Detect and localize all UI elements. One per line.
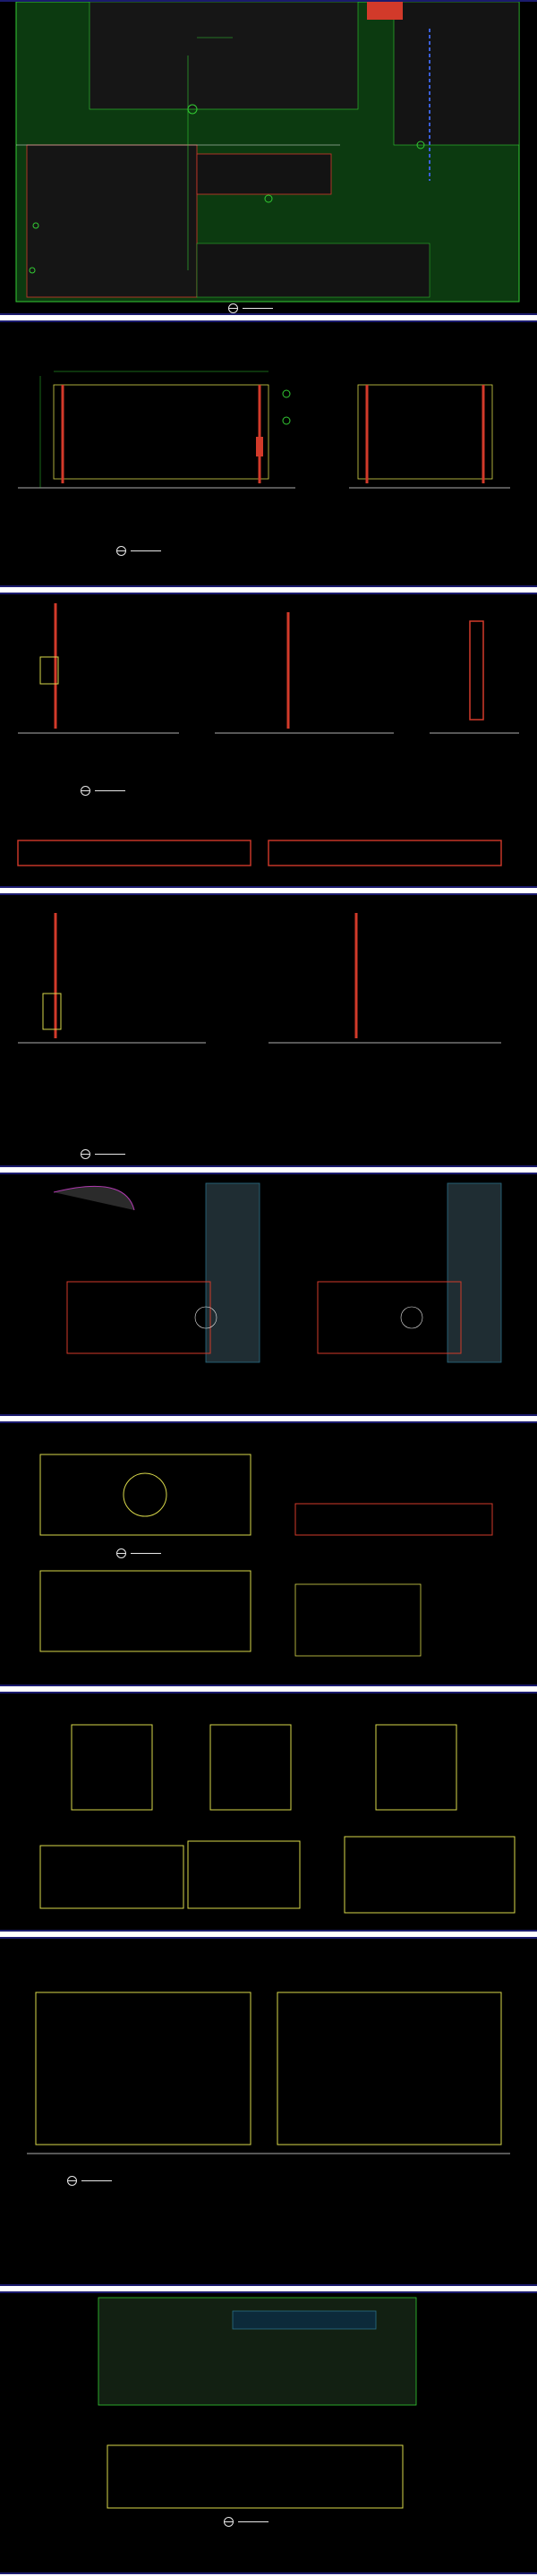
sheet-title [81,786,125,796]
section-drawing [17,603,519,866]
drawing-sheet-sections-a [0,593,537,888]
sheet-title [116,546,161,556]
site-plan-drawing [15,2,520,303]
drawing-sheet-wall-elevations [0,320,537,587]
drawing-sheet-site-plan-bottom [0,2291,537,2574]
sheet-title [81,1149,125,1159]
drawing-number-circle [228,303,238,313]
sheet-title [228,303,273,313]
drawing-sheet-pavilion-plans [0,1421,537,1686]
sheet-title [224,2517,268,2527]
drawing-sheet-sections-b [0,893,537,1167]
drawing-sheet-garden-plans [0,1173,537,1416]
sheet-title [116,1548,161,1558]
site-plan-bottom-drawing [98,2297,417,2509]
drawing-number-circle [116,546,126,556]
elevation-drawing [18,371,510,489]
pavilion-plan-drawing [39,1454,493,1657]
drawing-number-circle [67,2176,77,2186]
pergola-plan-drawing [39,1724,516,1914]
drawing-sheet-pergola-plans [0,1692,537,1932]
pergola-elevation-drawing [27,1992,510,2154]
drawing-number-circle [224,2517,234,2527]
drawing-number-circle [116,1548,126,1558]
drawing-number-circle [81,786,90,796]
drawing-sheet-pergola-elevations [0,1937,537,2286]
drawing-number-circle [81,1149,90,1159]
drawing-sheet-site-plan-top [0,0,537,315]
section-drawing-b [18,913,501,1044]
garden-plan-drawing [53,1182,502,1363]
sheet-title [67,2176,112,2186]
